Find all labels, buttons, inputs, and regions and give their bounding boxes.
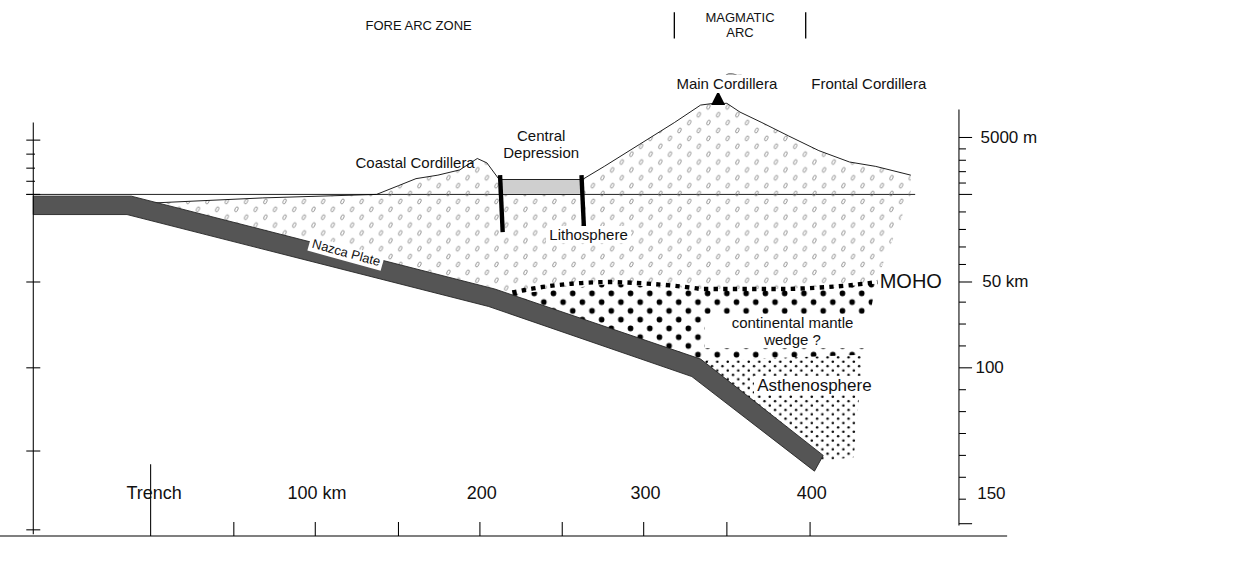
zone-label: FORE ARC ZONE (366, 19, 472, 34)
range-label: Coastal Cordillera (356, 154, 475, 171)
range-label: Central Depression (496, 127, 586, 162)
moho-line (512, 282, 877, 293)
axis-value: 200 (467, 483, 497, 504)
volcano (711, 91, 725, 105)
axis-value: 400 (797, 483, 827, 504)
zone-label: MAGMATIC ARC (695, 11, 785, 41)
left-axis (26, 123, 40, 535)
central-depression-fill (499, 180, 582, 195)
axis-value: 5000 m (981, 128, 1038, 148)
range-label: Frontal Cordillera (811, 75, 926, 92)
fault (500, 175, 503, 232)
lithosphere (149, 103, 911, 292)
axis-value: 100 km (288, 483, 347, 504)
axis-value: 300 (630, 483, 660, 504)
axis-value: Trench (126, 483, 181, 504)
axis-value: 150 (977, 484, 1005, 504)
fault (582, 175, 585, 232)
right-axis (959, 109, 972, 525)
range-label: Main Cordillera (673, 75, 780, 92)
topography (149, 103, 911, 203)
layer-label: Asthenosphere (754, 376, 874, 396)
axis-value: 50 km (982, 272, 1028, 292)
boundary-label: MOHO (880, 270, 942, 293)
axis-value: 100 (975, 358, 1003, 378)
bottom-axis (0, 464, 1007, 536)
layer-label: Lithosphere (546, 226, 630, 243)
layer-label: continental mantle wedge ? (705, 314, 881, 349)
